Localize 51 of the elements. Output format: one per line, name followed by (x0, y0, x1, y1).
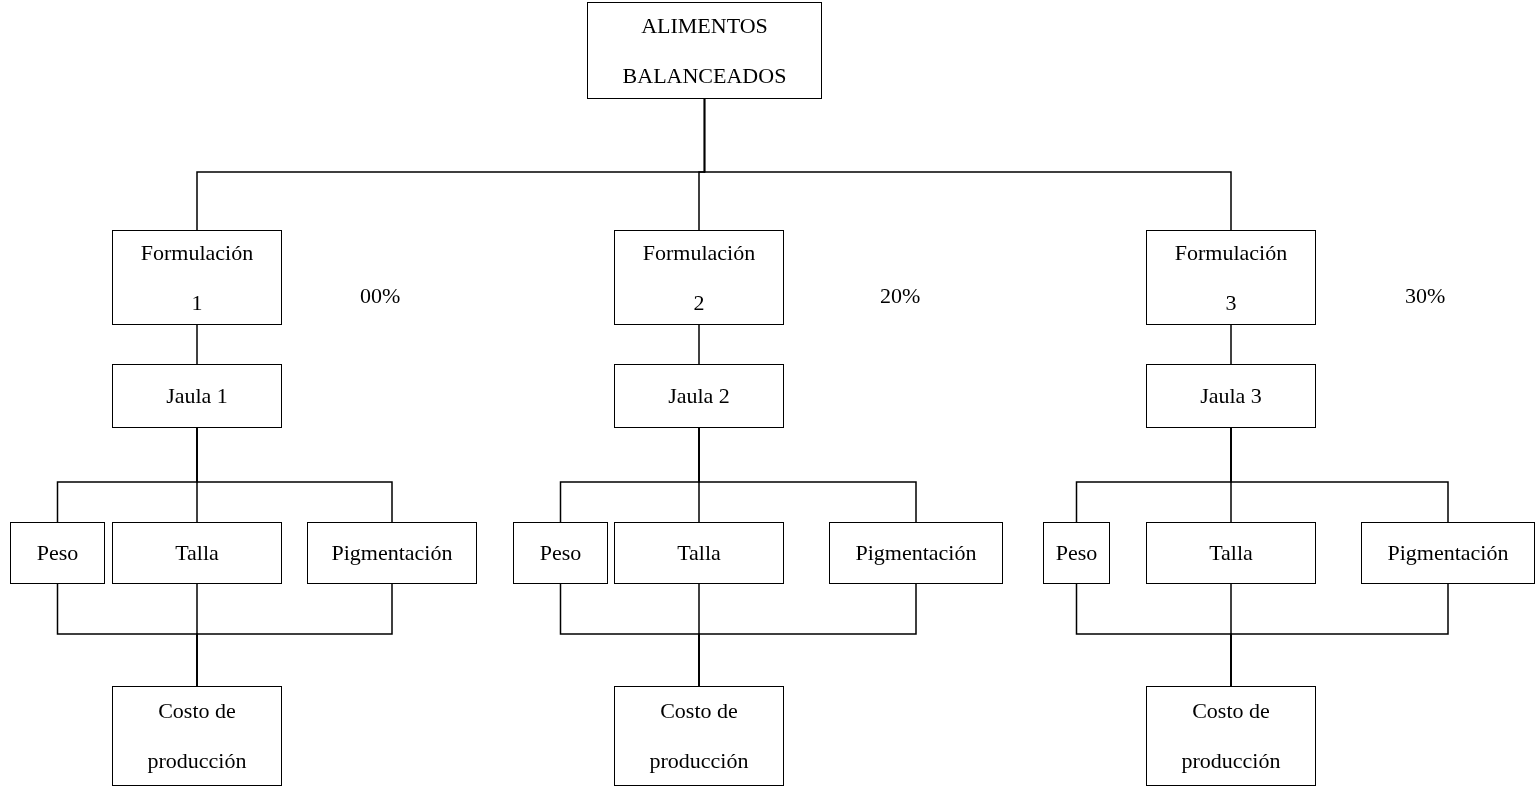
box-label: Jaula 1 (165, 382, 229, 410)
process-box (587, 2, 822, 99)
process-box (112, 686, 282, 786)
process-box (112, 522, 282, 584)
connector-line (196, 427, 393, 523)
percentage-label: 20% (880, 283, 921, 309)
connector-line (1230, 324, 1232, 365)
process-box (614, 230, 784, 325)
box-label: Peso (35, 539, 80, 567)
box-label: Formulación 2 (641, 238, 757, 317)
process-box (112, 230, 282, 325)
process-box (829, 522, 1003, 584)
box-label: Pigmentación (1386, 539, 1510, 567)
box-label: Pigmentación (330, 539, 454, 567)
box-label: Costo de producción (1180, 697, 1282, 775)
box-label: Talla (676, 539, 722, 567)
box-label: Formulación 1 (139, 238, 255, 317)
connector-line (698, 324, 700, 365)
percentage-label: 30% (1405, 283, 1446, 309)
box-label: Talla (174, 539, 220, 567)
box-label: Pigmentación (854, 539, 978, 567)
process-box (10, 522, 105, 584)
process-box (307, 522, 477, 584)
box-label: Jaula 3 (1199, 382, 1263, 410)
connector-line (703, 98, 1232, 231)
process-box (1043, 522, 1110, 584)
box-label: Talla (1208, 539, 1254, 567)
connector-line (1230, 583, 1449, 687)
process-box (112, 364, 282, 428)
connector-line (698, 427, 917, 523)
connector-line (196, 324, 198, 365)
process-box (1146, 364, 1316, 428)
process-box (513, 522, 608, 584)
box-label: Peso (1054, 539, 1099, 567)
connector-line (698, 583, 917, 687)
connector-line (196, 583, 393, 687)
process-box (1361, 522, 1535, 584)
process-box (614, 686, 784, 786)
process-box (1146, 686, 1316, 786)
box-label: Costo de producción (648, 697, 750, 775)
connector-line (1230, 427, 1449, 523)
percentage-label: 00% (360, 283, 401, 309)
process-box (614, 522, 784, 584)
process-box (1146, 522, 1316, 584)
box-label: Jaula 2 (667, 382, 731, 410)
process-box (614, 364, 784, 428)
box-label: Costo de producción (146, 697, 248, 775)
box-label: ALIMENTOS BALANCEADOS (621, 11, 788, 90)
box-label: Formulación 3 (1173, 238, 1289, 317)
process-box (1146, 230, 1316, 325)
box-label: Peso (538, 539, 583, 567)
